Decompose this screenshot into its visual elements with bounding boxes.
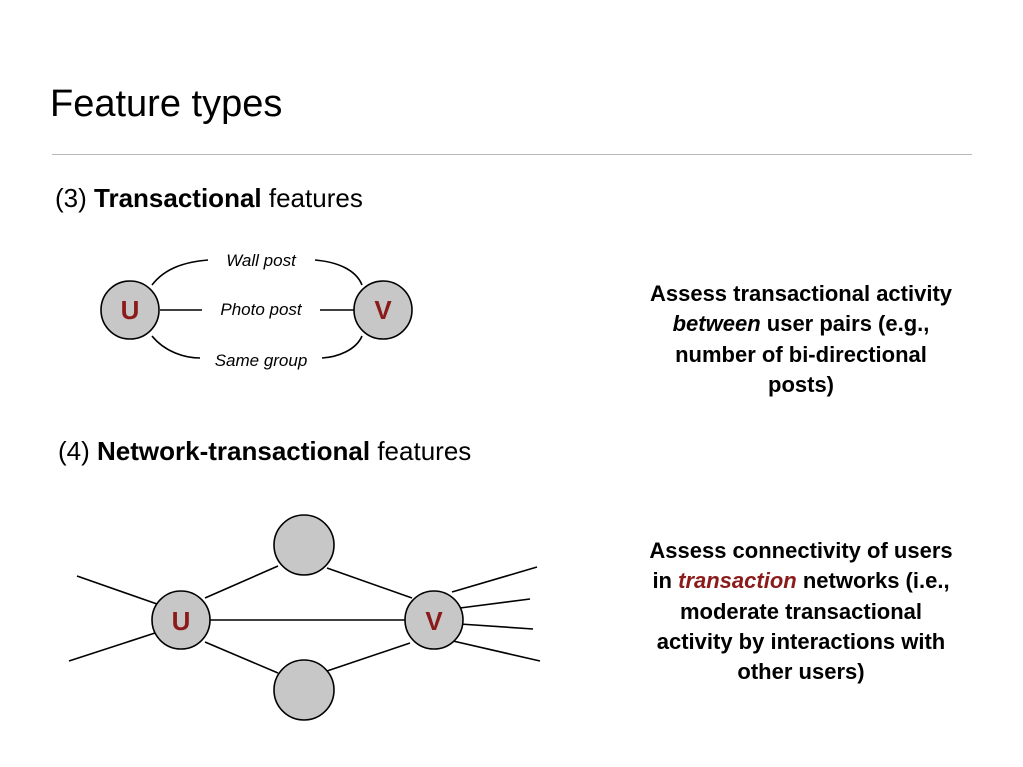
u-bottom-node-edge [204, 641, 279, 674]
section-4-desc-before: Assess connectivity of users in [649, 538, 953, 594]
section-4-description: Assess connectivity of users in transact… [640, 536, 962, 688]
v-external-edge-3 [459, 623, 534, 630]
bottom-node-v-edge [326, 642, 411, 672]
same-group-label: Same group [215, 351, 308, 370]
same-group-edge-right [321, 335, 363, 359]
photo-post-label: Photo post [220, 300, 303, 319]
wall-post-edge-right [314, 259, 363, 286]
section-3-heading: (3) Transactional features [55, 184, 363, 213]
bottom-neighbor-node [273, 659, 335, 721]
section-4-desc-emphasis: transaction [678, 568, 797, 594]
section-3-desc-emphasis: between [672, 311, 761, 337]
node-u-circle [100, 280, 160, 340]
network-node-v-label: V [425, 606, 443, 636]
section-3-number: (3) [55, 183, 87, 213]
section-3-title-rest: features [268, 183, 363, 213]
same-group-edge-left [151, 335, 201, 359]
network-node-u-circle [151, 590, 211, 650]
node-v-circle [353, 280, 413, 340]
section-3-desc-before: Assess transactional activity [649, 281, 953, 306]
section-3-desc-after: user pairs (e.g., number of bi-direction… [675, 311, 930, 398]
network-diagram: U V [68, 514, 541, 721]
section-4-desc-after: networks (i.e., moderate transactional a… [656, 568, 950, 685]
section-4-title-rest: features [377, 436, 472, 466]
v-external-edge-2 [459, 598, 531, 609]
v-external-edge-1 [451, 566, 538, 593]
node-v-label: V [374, 295, 392, 325]
slide-title: Feature types [50, 83, 283, 125]
v-external-edge-4 [452, 640, 541, 662]
u-external-edge-bottom [68, 632, 156, 662]
u-external-edge-top [76, 575, 158, 605]
section-3-description: Assess transactional activity between us… [640, 279, 962, 400]
title-divider [52, 154, 972, 155]
transactional-diagram: Wall post Photo post Same group U V [100, 251, 413, 370]
u-top-node-edge [204, 565, 279, 599]
section-4-number: (4) [58, 436, 90, 466]
node-u-label: U [121, 295, 140, 325]
section-3-bold-title: Transactional [94, 183, 262, 213]
top-neighbor-node [273, 514, 335, 576]
network-node-v-circle [404, 590, 464, 650]
wall-post-edge-left [151, 259, 209, 286]
network-node-u-label: U [172, 606, 191, 636]
section-4-heading: (4) Network-transactional features [58, 437, 471, 466]
wall-post-label: Wall post [226, 251, 297, 270]
top-node-v-edge [326, 567, 413, 599]
section-4-bold-title: Network-transactional [97, 436, 371, 466]
